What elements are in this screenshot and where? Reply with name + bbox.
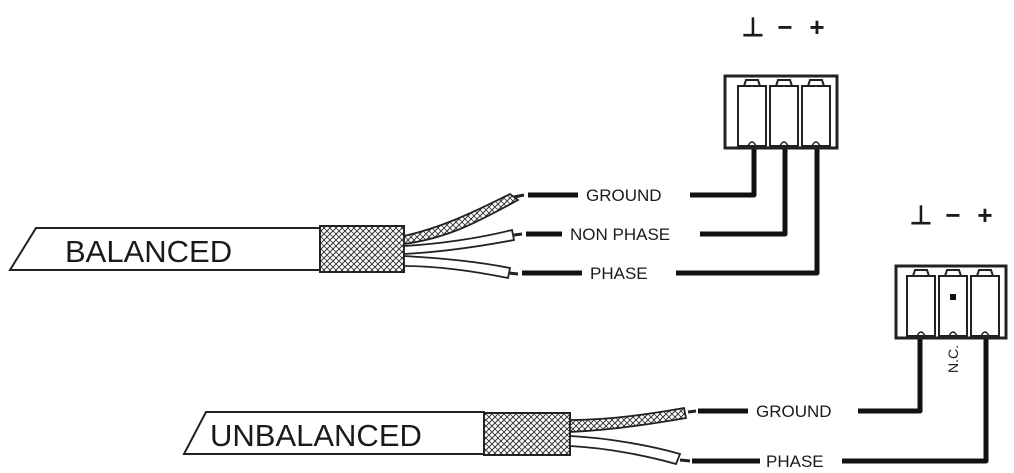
balanced-plus-symbol: +	[809, 12, 824, 42]
balanced-phase-insulation	[403, 255, 512, 280]
unbalanced-cable-label: UNBALANCED	[210, 418, 422, 453]
balanced-non-phase-label: NON PHASE	[570, 225, 670, 244]
unbalanced-plus-symbol: +	[977, 200, 992, 230]
unbalanced-phase-label: PHASE	[766, 452, 824, 471]
unbalanced-phase-wire-right	[842, 308, 989, 464]
balanced-phase-label: PHASE	[590, 264, 648, 283]
unbalanced-pin-symbols: ⊥ − +	[910, 200, 993, 230]
unbalanced-ground-symbol: ⊥	[910, 200, 933, 230]
nc-label: N.C.	[945, 345, 961, 373]
balanced-cable: BALANCED	[8, 192, 525, 280]
balanced-ground-wire-right	[690, 140, 757, 198]
balanced-phase-wire-right	[676, 112, 820, 276]
balanced-non-phase-insulation	[403, 228, 516, 255]
unbalanced-cable-shield	[483, 412, 571, 456]
unbalanced-ground-label: GROUND	[756, 402, 832, 421]
unbalanced-ground-braid	[569, 406, 688, 433]
balanced-wires	[522, 112, 820, 276]
balanced-cable-label: BALANCED	[65, 234, 232, 269]
balanced-ground-label: GROUND	[586, 186, 662, 205]
balanced-minus-symbol: −	[777, 12, 792, 42]
balanced-ground-braid	[403, 192, 520, 246]
balanced-cable-shield	[319, 225, 405, 273]
balanced-non-phase-wire-right	[700, 112, 788, 237]
unbalanced-wires	[692, 308, 989, 464]
balanced-ground-symbol: ⊥	[742, 12, 765, 42]
nc-pin-dot	[950, 294, 956, 300]
unbalanced-ground-wire-right	[858, 308, 923, 414]
balanced-connector	[723, 74, 839, 150]
unbalanced-connector	[894, 264, 1008, 340]
balanced-pin-symbols: ⊥ − +	[742, 12, 825, 42]
unbalanced-minus-symbol: −	[945, 200, 960, 230]
unbalanced-phase-insulation	[569, 435, 682, 466]
unbalanced-cable: UNBALANCED	[182, 406, 697, 466]
